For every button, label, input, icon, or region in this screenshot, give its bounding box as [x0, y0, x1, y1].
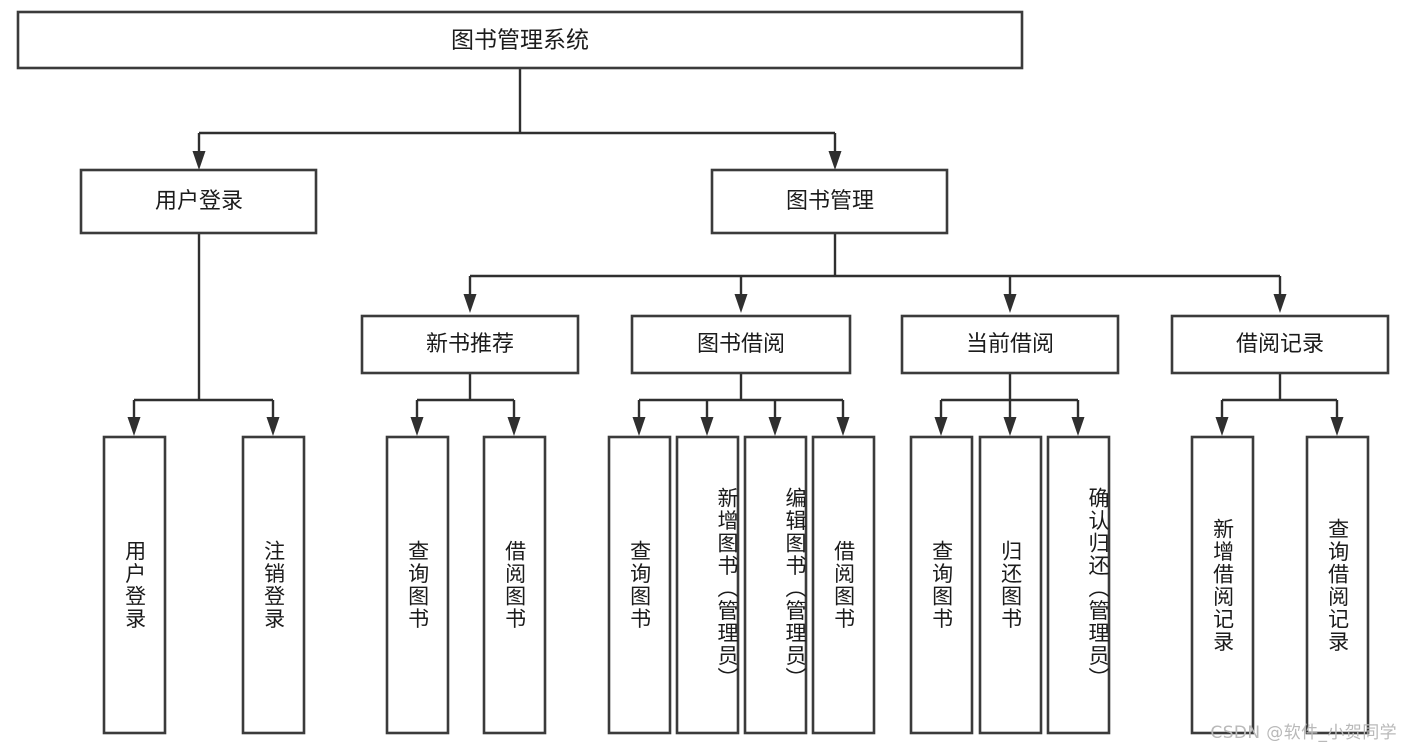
leaf-box-add-book-admin[interactable]	[675, 435, 740, 735]
node-user-login-label: 用户登录	[155, 189, 243, 214]
connector-borrow-record-children	[1215, 373, 1344, 436]
leaf-box-query-book-1[interactable]	[385, 435, 450, 735]
leaf-box-confirm-return[interactable]	[1046, 435, 1111, 735]
connector-book-borrow-children	[632, 373, 850, 436]
node-user-login[interactable]: 用户登录	[79, 168, 318, 235]
leaf-box-edit-book-admin[interactable]	[743, 435, 808, 735]
node-new-book-recommend-label: 新书推荐	[426, 332, 514, 357]
node-current-borrow[interactable]: 当前借阅	[900, 314, 1120, 375]
node-book-borrow-label: 图书借阅	[697, 332, 785, 357]
csdn-watermark: CSDN @软件_小贺同学	[1210, 723, 1397, 743]
node-book-manage-label: 图书管理	[786, 189, 874, 214]
node-current-borrow-label: 当前借阅	[966, 332, 1054, 357]
leaf-box-borrow-book-1[interactable]	[482, 435, 547, 735]
node-new-book-recommend[interactable]: 新书推荐	[360, 314, 580, 375]
connector-user-login-children	[127, 233, 280, 436]
node-book-manage[interactable]: 图书管理	[710, 168, 949, 235]
leaf-box-logout[interactable]	[241, 435, 306, 735]
connector-current-borrow-children	[934, 373, 1085, 436]
leaf-box-borrow-book-2[interactable]	[811, 435, 876, 735]
node-book-borrow[interactable]: 图书借阅	[630, 314, 852, 375]
leaf-box-query-book-2[interactable]	[607, 435, 672, 735]
node-borrow-record-label: 借阅记录	[1236, 332, 1324, 357]
leaf-box-return-book[interactable]	[978, 435, 1043, 735]
leaf-box-query-book-3[interactable]	[909, 435, 974, 735]
connector-book-manage-children	[463, 233, 1287, 313]
node-root[interactable]: 图书管理系统	[16, 10, 1024, 70]
leaf-box-query-record[interactable]	[1305, 435, 1370, 735]
connector-root-trunk	[192, 68, 842, 170]
node-borrow-record[interactable]: 借阅记录	[1170, 314, 1390, 375]
connector-new-book-children	[410, 373, 521, 436]
leaf-boxes	[102, 435, 1370, 735]
node-root-label: 图书管理系统	[451, 28, 589, 54]
leaf-box-add-record[interactable]	[1190, 435, 1255, 735]
leaf-box-user-login[interactable]	[102, 435, 167, 735]
